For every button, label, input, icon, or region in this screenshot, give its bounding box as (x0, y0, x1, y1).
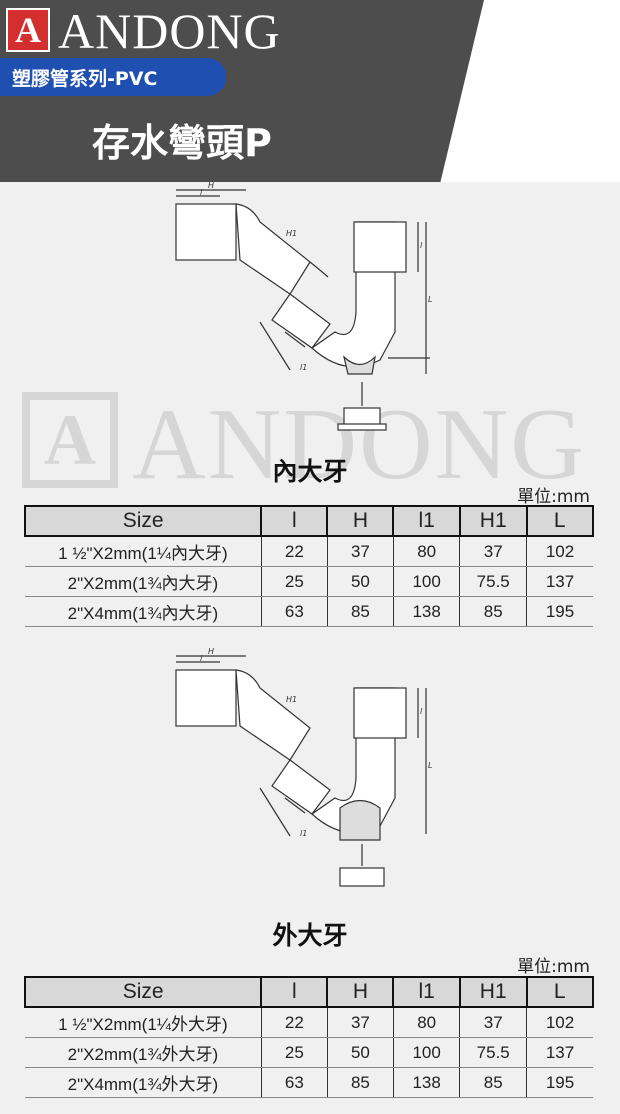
dim-label-H1: H1 (286, 695, 297, 704)
cell-H: 37 (327, 536, 394, 567)
col-H: H (326, 976, 395, 1008)
dim-label-L: L (428, 761, 432, 770)
cell-size: 2"X2mm(1¾外大牙) (25, 1037, 262, 1068)
cell-l: 25 (261, 1037, 328, 1068)
dim-label-H: H (208, 648, 214, 656)
dim-label-l: l (200, 188, 203, 197)
col-l1: l1 (392, 505, 461, 537)
table-row: 1 ½"X2mm(1¼內大牙) 22 37 80 37 102 (25, 536, 593, 567)
col-H: H (326, 505, 395, 537)
cell-l: 63 (261, 596, 328, 627)
cell-size: 2"X4mm(1¾內大牙) (25, 596, 262, 627)
cell-L: 102 (526, 1007, 593, 1038)
unit-label-inner: 單位:mm (517, 487, 590, 507)
spec-table-inner-thread: Size l H l1 H1 L 1 ½"X2mm(1¼內大牙) 22 37 8… (23, 505, 595, 627)
col-size: Size (23, 976, 263, 1008)
table-row: 1 ½"X2mm(1¼外大牙) 22 37 80 37 102 (25, 1007, 593, 1038)
cell-l: 22 (261, 536, 328, 567)
cell-l: 22 (261, 1007, 328, 1038)
table-header-row: Size l H l1 H1 L (23, 976, 595, 1008)
col-L: L (525, 505, 595, 537)
cell-l1: 80 (393, 1007, 461, 1038)
col-l: l (260, 976, 329, 1008)
cell-l: 63 (261, 1067, 328, 1098)
dim-label-l1: l1 (300, 363, 307, 372)
dim-label-H1: H1 (286, 229, 297, 238)
cell-H1: 75.5 (459, 566, 528, 597)
brand-name: ANDONG (58, 3, 281, 59)
table-row: 2"X4mm(1¾外大牙) 63 85 138 85 195 (25, 1067, 593, 1098)
dim-label-l1: l1 (300, 829, 307, 838)
table-row: 2"X2mm(1¾內大牙) 25 50 100 75.5 137 (25, 566, 593, 597)
cell-l1: 138 (393, 1067, 461, 1098)
cell-H1: 37 (459, 536, 528, 567)
cell-size: 1 ½"X2mm(1¼外大牙) (25, 1007, 262, 1038)
dim-label-l-right: l (420, 707, 423, 716)
cell-L: 195 (526, 1067, 593, 1098)
watermark: A ANDONG (22, 388, 612, 501)
cell-L: 195 (526, 596, 593, 627)
p-trap-diagram-outer-thread: H l H1 L l l1 (175, 648, 432, 887)
cell-size: 2"X2mm(1¾內大牙) (25, 566, 262, 597)
table-header-row: Size l H l1 H1 L (23, 505, 595, 537)
cell-l: 25 (261, 566, 328, 597)
table-row: 2"X2mm(1¾外大牙) 25 50 100 75.5 137 (25, 1037, 593, 1068)
cell-l1: 100 (393, 566, 461, 597)
col-l: l (260, 505, 329, 537)
cell-H: 50 (327, 566, 394, 597)
dim-label-L: L (428, 295, 432, 304)
section-title-inner: 內大牙 (272, 457, 348, 486)
cell-L: 137 (526, 1037, 593, 1068)
cell-l1: 80 (393, 536, 461, 567)
cell-H1: 85 (459, 1067, 528, 1098)
dim-label-l: l (200, 654, 203, 663)
cell-H1: 37 (459, 1007, 528, 1038)
cell-size: 2"X4mm(1¾外大牙) (25, 1067, 262, 1098)
col-H1: H1 (458, 976, 528, 1008)
cell-L: 102 (526, 536, 593, 567)
cell-H1: 75.5 (459, 1037, 528, 1068)
cell-l1: 100 (393, 1037, 461, 1068)
section-title-outer: 外大牙 (272, 921, 348, 950)
col-size: Size (23, 505, 263, 537)
cell-H: 37 (327, 1007, 394, 1038)
cell-H: 85 (327, 1067, 394, 1098)
series-label: 塑膠管系列-PVC (0, 58, 226, 96)
cell-H: 50 (327, 1037, 394, 1068)
product-title: 存水彎頭P (92, 121, 272, 165)
cell-size: 1 ½"X2mm(1¼內大牙) (25, 536, 262, 567)
unit-label-outer: 單位:mm (517, 957, 590, 977)
cell-l1: 138 (393, 596, 461, 627)
dim-label-H: H (208, 182, 214, 190)
p-trap-diagram-inner-thread: H l H1 L l l1 (175, 182, 432, 431)
col-l1: l1 (392, 976, 461, 1008)
watermark-logo: A (22, 392, 118, 488)
watermark-text: ANDONG (132, 388, 586, 501)
spec-table-outer-thread: Size l H l1 H1 L 1 ½"X2mm(1¼外大牙) 22 37 8… (23, 976, 595, 1098)
dim-label-l-right: l (420, 241, 423, 250)
cell-H: 85 (327, 596, 394, 627)
col-H1: H1 (458, 505, 528, 537)
cell-H1: 85 (459, 596, 528, 627)
table-row: 2"X4mm(1¾內大牙) 63 85 138 85 195 (25, 596, 593, 627)
col-L: L (525, 976, 595, 1008)
cell-L: 137 (526, 566, 593, 597)
brand-logo-icon: A (6, 8, 50, 52)
